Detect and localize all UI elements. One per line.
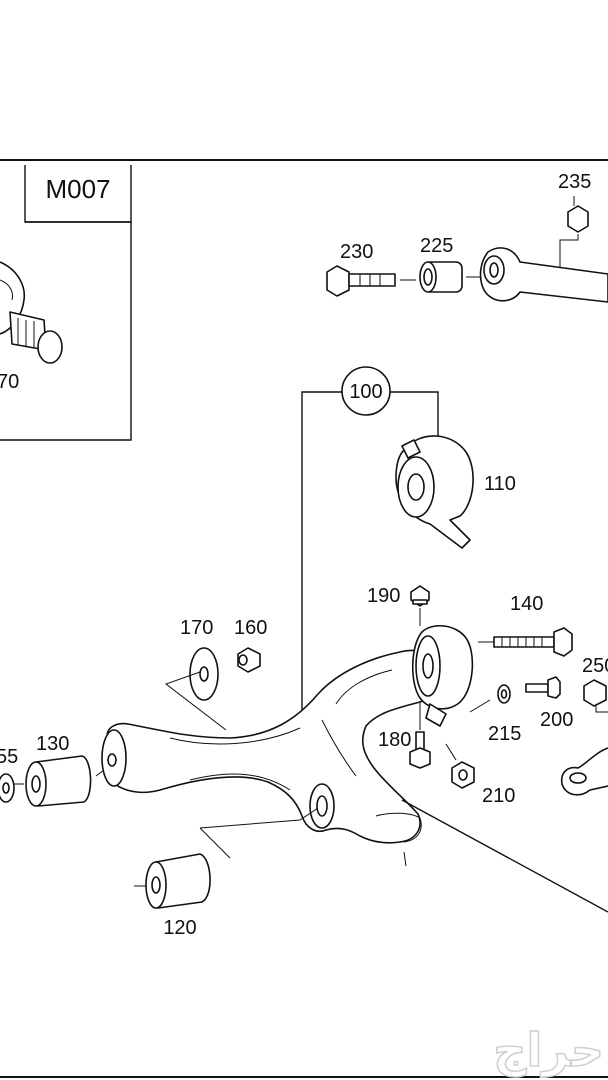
washer-215 [497, 684, 511, 704]
callout-235: 235 [558, 171, 591, 193]
nut-235 [567, 205, 589, 233]
callout-270: 70 [0, 371, 19, 393]
callout-210: 210 [482, 785, 515, 807]
callout-215: 215 [488, 723, 521, 745]
fastener-group-right: 190 140 250 200 215 [367, 585, 608, 807]
inset-detail-box: M007 70 [0, 165, 132, 441]
nut-210 [451, 761, 475, 789]
callout-130: 130 [36, 733, 69, 755]
bolt-200 [525, 676, 561, 699]
upper-strut-arm [479, 247, 608, 303]
watermark-logo: حراج [493, 1023, 604, 1077]
bushing-120-group: 120 [134, 807, 319, 939]
nut-160 [237, 647, 261, 673]
inset-joint-drawing [0, 261, 63, 364]
callout-170: 170 [180, 617, 213, 639]
washer-55 [0, 773, 15, 803]
callout-140: 140 [510, 593, 543, 615]
callout-55: 55 [0, 746, 18, 768]
bolt-140 [478, 627, 573, 657]
callout-225: 225 [420, 235, 453, 257]
nut-190 [410, 585, 430, 607]
callout-190: 190 [367, 585, 400, 607]
arm-mounted-bushing [411, 625, 474, 727]
upper-strut-assembly: 230 225 235 [326, 171, 608, 303]
bushing-225 [419, 261, 463, 293]
bushing-120 [145, 853, 211, 909]
washer-nut-group-left: 170 160 [164, 617, 267, 731]
callout-160: 160 [234, 617, 267, 639]
washer-170 [189, 647, 219, 701]
knuckle-fragment [560, 747, 608, 796]
callout-230: 230 [340, 241, 373, 263]
bushing-130-group: 130 55 [0, 733, 105, 807]
lower-control-arm [101, 649, 438, 867]
callout-200: 200 [540, 709, 573, 731]
section-code-label: M007 [45, 174, 110, 204]
bolt-180 [409, 731, 431, 769]
callout-120: 120 [163, 917, 196, 939]
bushing-130 [25, 755, 92, 807]
bolt-230 [326, 265, 396, 297]
nut-250 [583, 679, 607, 707]
leader-line-right [401, 799, 608, 913]
callout-100: 100 [349, 381, 382, 403]
rear-bushing-110: 110 [395, 435, 516, 549]
group-bracket-100: 100 [301, 366, 439, 735]
callout-110: 110 [484, 473, 516, 495]
callout-180: 180 [378, 729, 411, 751]
callout-250: 250 [582, 655, 608, 677]
